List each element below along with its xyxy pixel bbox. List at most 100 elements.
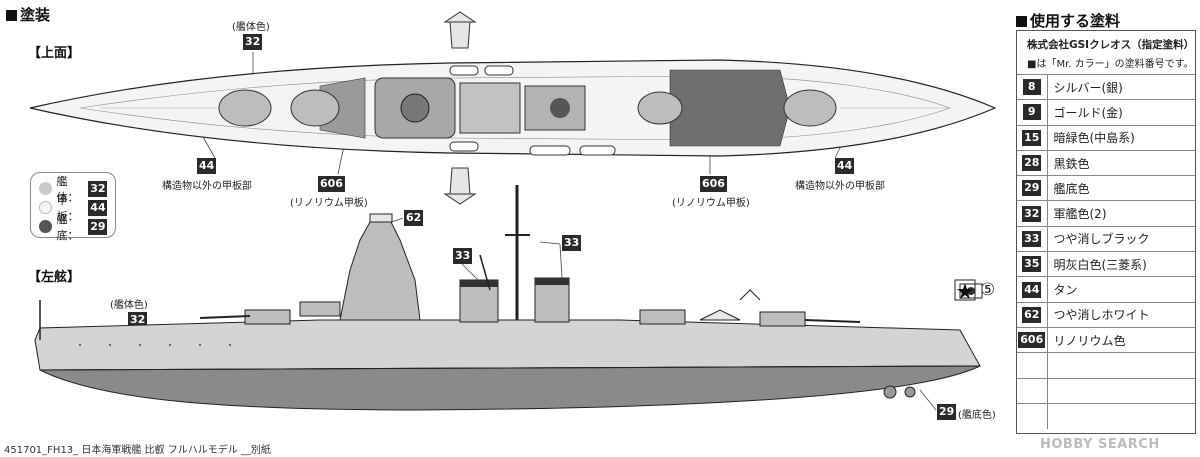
top-right-deck-code: 44 [835, 158, 855, 174]
paint-name: 艦底色 [1047, 175, 1195, 201]
paints-table: 8 シルバー(銀) 9 ゴールド(金) 15 暗緑色(中島系) 28 黒鉄色 29 艦底色 32 軍艦… [1017, 73, 1195, 429]
paint-code-cell: 44 [1017, 276, 1048, 303]
legend-row-deck: 甲板： 44 [39, 194, 108, 223]
paint-code-cell [1017, 377, 1048, 404]
paint-code: 15 [1022, 129, 1042, 146]
paint-code-cell: 62 [1017, 301, 1048, 328]
paint-name: 暗緑色(中島系) [1047, 124, 1195, 151]
paint-code: 606 [1018, 332, 1046, 349]
side-bridge-code: 62 [404, 210, 424, 226]
deck-color-swatch [39, 201, 52, 214]
black-square-icon [1016, 16, 1027, 27]
paint-code-cell: 32 [1017, 200, 1048, 227]
bottom-color-swatch [39, 220, 52, 233]
paint-code-cell: 35 [1017, 251, 1048, 277]
paint-code-cell [1017, 352, 1048, 379]
top-hull-callout-text: (艦体色) [232, 22, 270, 33]
legend-row-bottom: 艦底： 29 [39, 213, 107, 242]
paint-code-cell: 8 [1017, 73, 1048, 100]
color-legend: 艦体： 32 甲板： 44 艦底： 29 [30, 172, 116, 242]
paint-row: 33 つや消しブラック [1017, 225, 1195, 252]
paint-code-cell: 29 [1017, 175, 1048, 201]
paint-row [1017, 352, 1195, 379]
paint-name: ゴールド(金) [1047, 99, 1195, 126]
side-funnel-code-left: 33 [453, 248, 473, 264]
side-bottom-code: 29 [937, 404, 957, 420]
paint-row [1017, 377, 1195, 404]
legend-bottom-code: 29 [88, 218, 107, 235]
black-square-icon [6, 10, 17, 21]
paint-name [1047, 352, 1195, 379]
paint-row: 32 軍艦色(2) [1017, 200, 1195, 227]
hull-color-swatch [39, 182, 52, 195]
paint-row: 44 タン [1017, 276, 1195, 303]
paint-code-cell: 9 [1017, 99, 1048, 126]
top-linoleum-left-code: 606 [318, 176, 345, 192]
top-linoleum-left-text: (リノリウム甲板) [290, 198, 368, 209]
paint-code: 29 [1022, 180, 1042, 197]
paint-code: 8 [1022, 79, 1041, 96]
paint-code-cell: 33 [1017, 225, 1048, 252]
paint-name: リノリウム色 [1047, 326, 1195, 353]
legend-row-hull: 艦体： 32 [39, 175, 107, 204]
paint-code: 62 [1022, 306, 1042, 323]
painting-title-text: 塗装 [20, 6, 51, 24]
top-hull-code: 32 [243, 34, 263, 50]
side-funnel-code-right: 33 [562, 235, 582, 251]
paint-row: 62 つや消しホワイト [1017, 301, 1195, 328]
paint-code-cell: 15 [1017, 124, 1048, 151]
watermark: HOBBY SEARCH [1040, 437, 1160, 452]
paints-section-title: 使用する塗料 [1016, 10, 1120, 31]
paint-row: 29 艦底色 [1017, 175, 1195, 201]
top-view-label: 【上面】 [28, 46, 81, 61]
paint-name: 明灰白色(三菱系) [1047, 251, 1195, 277]
legend-deck-label: 甲板： [56, 193, 79, 223]
top-left-deck-code: 44 [197, 158, 217, 174]
paint-code: 33 [1022, 230, 1042, 247]
side-bottom-text: (艦底色) [958, 410, 996, 421]
paint-row: 28 黒鉄色 [1017, 149, 1195, 176]
mark-number: ⑤ [980, 280, 996, 300]
paint-name: タン [1047, 276, 1195, 303]
legend-hull-code: 32 [88, 180, 107, 197]
paint-name: 黒鉄色 [1047, 149, 1195, 176]
paint-code: 35 [1022, 256, 1042, 273]
paint-name: 軍艦色(2) [1047, 200, 1195, 227]
paint-code-cell: 28 [1017, 149, 1048, 176]
paint-row: 8 シルバー(銀) [1017, 73, 1195, 100]
legend-deck-code: 44 [88, 199, 108, 216]
top-linoleum-right-text: (リノリウム甲板) [672, 198, 750, 209]
side-view-label: 【左舷】 [28, 270, 81, 285]
paint-note: ■は「Mr. カラー」の塗料番号です。 [1027, 59, 1194, 70]
paint-row: 35 明灰白色(三菱系) [1017, 251, 1195, 277]
legend-bottom-label: 艦底： [56, 212, 79, 242]
side-hull-code: 32 [128, 312, 148, 328]
paint-code: 28 [1022, 155, 1042, 172]
paint-name [1047, 377, 1195, 404]
top-left-deck-text: 構造物以外の甲板部 [162, 181, 252, 192]
paint-code-cell: 606 [1017, 326, 1048, 353]
footer-caption: 451701_FH13_ 日本海軍戦艦 比叡 フルハルモデル __別紙 [4, 445, 271, 456]
paint-row: 15 暗緑色(中島系) [1017, 124, 1195, 151]
paint-name: つや消しブラック [1047, 225, 1195, 252]
paint-maker: 株式会社GSIクレオス（指定塗料） [1027, 39, 1195, 51]
legend-hull-label: 艦体： [56, 174, 79, 204]
paint-code-cell [1017, 402, 1048, 429]
paint-code: 32 [1022, 205, 1042, 222]
top-linoleum-right-code: 606 [700, 176, 727, 192]
ship-side-view-drawing [34, 185, 983, 411]
paint-code: 44 [1022, 281, 1042, 298]
ship-top-view-drawing [29, 11, 997, 205]
top-right-deck-text: 構造物以外の甲板部 [795, 181, 885, 192]
paint-name: つや消しホワイト [1047, 301, 1195, 328]
paint-name: シルバー(銀) [1047, 73, 1195, 100]
paint-row [1017, 402, 1195, 429]
paint-row: 9 ゴールド(金) [1017, 99, 1195, 126]
side-hull-callout-text: (艦体色) [110, 300, 148, 311]
paints-title-text: 使用する塗料 [1030, 12, 1121, 30]
painting-section-title: 塗装 [6, 4, 50, 25]
paint-name [1047, 402, 1195, 429]
paint-code: 9 [1022, 104, 1041, 121]
